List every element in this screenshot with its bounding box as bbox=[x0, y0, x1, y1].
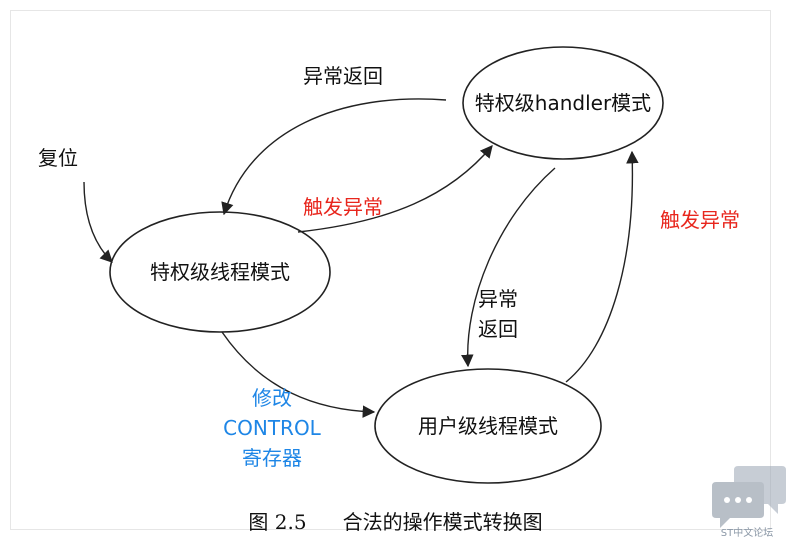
label-modify-3: 寄存器 bbox=[242, 446, 302, 470]
state-privileged-thread-label: 特权级线程模式 bbox=[150, 260, 290, 284]
arrow-user-to-handler bbox=[565, 150, 639, 383]
watermark-text: ST中文论坛 bbox=[720, 528, 774, 539]
label-exception-return-mid-2: 返回 bbox=[478, 317, 518, 341]
label-exception-return-mid-1: 异常 bbox=[478, 287, 518, 311]
figure-frame bbox=[10, 10, 771, 530]
chat-bubbles-icon bbox=[712, 466, 786, 528]
arrow-handler-to-user bbox=[461, 167, 556, 368]
figure-number: 图 2.5 bbox=[248, 510, 307, 534]
label-modify-1: 修改 bbox=[252, 386, 292, 410]
state-handler-label: 特权级handler模式 bbox=[474, 91, 652, 115]
arrow-handler-to-privileged bbox=[221, 98, 447, 216]
arrow-privileged-to-user bbox=[221, 331, 376, 418]
label-modify-2: CONTROL bbox=[223, 416, 321, 440]
label-exception-return-top: 异常返回 bbox=[303, 64, 383, 88]
figure-title: 合法的操作模式转换图 bbox=[342, 510, 543, 534]
arrow-reset bbox=[83, 181, 113, 263]
arrow-privileged-to-handler bbox=[297, 145, 493, 233]
state-user-thread-label: 用户级线程模式 bbox=[418, 414, 558, 438]
label-trigger-exception-left: 触发异常 bbox=[303, 195, 383, 219]
label-reset: 复位 bbox=[38, 146, 78, 170]
label-trigger-exception-right: 触发异常 bbox=[660, 208, 740, 232]
figure-caption: 图 2.5 合法的操作模式转换图 bbox=[0, 506, 791, 534]
state-privileged-thread-ellipse bbox=[109, 211, 331, 333]
state-user-thread-ellipse bbox=[374, 368, 602, 484]
state-handler-ellipse bbox=[462, 46, 664, 160]
